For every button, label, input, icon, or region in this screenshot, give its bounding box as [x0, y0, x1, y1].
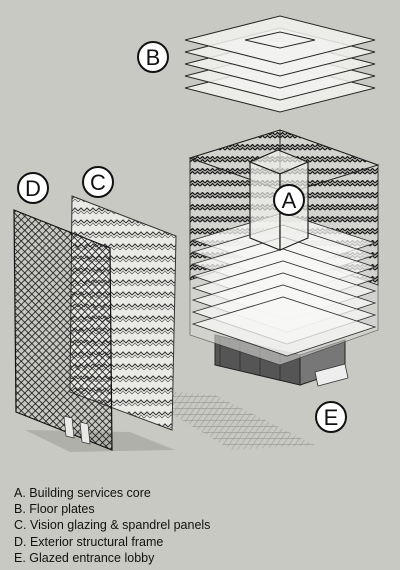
- legend-item-e: E. Glazed entrance lobby: [14, 550, 155, 565]
- legend-item-a: A. Building services core: [14, 486, 151, 500]
- callout-D-letter: D: [25, 176, 41, 201]
- callout-E-letter: E: [324, 405, 339, 430]
- callout-D: D: [17, 172, 49, 204]
- legend-item-c: C. Vision glazing & spandrel panels: [14, 518, 211, 533]
- floor-plates-stack: [184, 15, 376, 113]
- callout-E: E: [315, 401, 347, 433]
- legend-item-d: D. Exterior structural frame: [14, 534, 164, 549]
- callout-C: C: [82, 166, 114, 198]
- callout-A-letter: A: [282, 188, 297, 213]
- exterior-structural-frame: [13, 209, 113, 451]
- callout-B-letter: B: [146, 45, 161, 70]
- tower: [188, 129, 380, 366]
- callout-C-letter: C: [90, 170, 106, 195]
- callout-A: A: [273, 184, 305, 216]
- callout-B: B: [137, 41, 169, 73]
- legend-item-b: B. Floor plates: [14, 502, 95, 517]
- legend: A. Building services core B. Floor plate…: [14, 485, 210, 566]
